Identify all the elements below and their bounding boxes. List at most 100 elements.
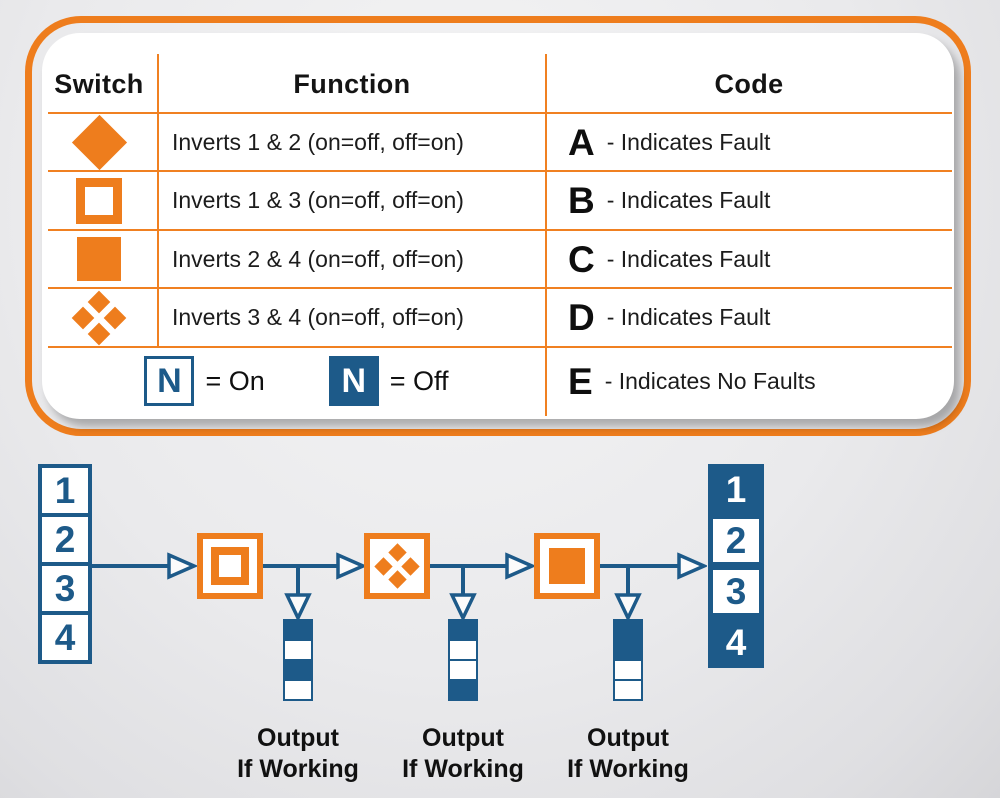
output-label: Output If Working bbox=[528, 723, 728, 784]
quad-diamond-part bbox=[87, 322, 111, 345]
input-cell-4: 4 bbox=[38, 611, 92, 664]
output-label-line2: If Working bbox=[567, 754, 689, 783]
flow-switch-filled-square bbox=[534, 533, 600, 599]
flow-line bbox=[261, 564, 341, 568]
branch-line bbox=[296, 566, 300, 596]
code-description: - Indicates No Faults bbox=[604, 367, 816, 394]
quad-diamond-icon bbox=[71, 290, 127, 345]
strip-cell bbox=[283, 679, 313, 701]
strip-cell bbox=[448, 659, 478, 681]
table-row-code: D - Indicates Fault bbox=[568, 289, 960, 346]
output-label: Output If Working bbox=[363, 723, 563, 784]
output-cell-1: 1 bbox=[708, 464, 764, 515]
column-header-switch: Switch bbox=[54, 68, 144, 99]
code-letter: D bbox=[568, 297, 595, 338]
strip-cell bbox=[613, 639, 643, 661]
table-grid-line bbox=[48, 112, 952, 114]
diamond-icon bbox=[71, 114, 127, 170]
flow-switch-hollow-square bbox=[197, 533, 263, 599]
off-state-box-icon: N bbox=[328, 356, 379, 406]
state-legend: N = On N = Off bbox=[48, 348, 545, 414]
strip-cell bbox=[613, 619, 643, 641]
quad-diamond-part bbox=[401, 556, 420, 576]
strip-cell bbox=[283, 639, 313, 661]
off-state-label: = Off bbox=[389, 365, 449, 396]
table-row-code: B - Indicates Fault bbox=[568, 172, 960, 229]
flow-switch-quad-diamond bbox=[364, 533, 430, 599]
strip-cell bbox=[448, 619, 478, 641]
output-strip-1 bbox=[283, 619, 313, 701]
input-column: 1 2 3 4 bbox=[38, 464, 92, 664]
on-state-box-icon: N bbox=[144, 356, 195, 406]
branch-line bbox=[461, 566, 465, 596]
state-off-item: N = Off bbox=[328, 356, 449, 406]
output-cell-digit: 4 bbox=[725, 621, 747, 663]
output-cell-digit: 1 bbox=[725, 468, 747, 510]
code-letter: C bbox=[568, 238, 595, 280]
table-grid-line bbox=[48, 229, 952, 231]
table-row-code: A - Indicates Fault bbox=[568, 114, 960, 170]
column-header-code: Code bbox=[714, 68, 784, 99]
quad-diamond-part bbox=[71, 306, 95, 329]
flow-line bbox=[598, 564, 682, 568]
output-label-line1: Output bbox=[587, 724, 669, 752]
column-header-function: Function bbox=[293, 68, 411, 99]
arrow-down-icon bbox=[614, 593, 642, 626]
code-letter: E bbox=[568, 360, 593, 402]
table-grid-line bbox=[545, 54, 547, 416]
on-state-label: = On bbox=[205, 365, 265, 396]
hollow-square-icon bbox=[76, 177, 122, 224]
legend-card bbox=[42, 33, 954, 419]
table-row-code: C - Indicates Fault bbox=[568, 231, 960, 287]
table-grid-line bbox=[48, 287, 952, 289]
output-cell-4: 4 bbox=[708, 617, 764, 668]
output-column: 1 2 3 4 bbox=[708, 464, 764, 668]
quad-diamond-part bbox=[374, 556, 393, 576]
output-label: Output If Working bbox=[198, 723, 398, 784]
table-row-switch-cell bbox=[40, 172, 158, 229]
code-description: - Indicates Fault bbox=[606, 304, 771, 330]
output-cell-digit: 3 bbox=[725, 570, 747, 612]
code-description: - Indicates Fault bbox=[606, 245, 771, 272]
table-grid-line bbox=[157, 54, 159, 346]
arrow-right-icon bbox=[167, 552, 199, 585]
output-cell-3: 3 bbox=[708, 566, 764, 617]
table-row-function: Inverts 3 & 4 (on=off, off=on) bbox=[172, 304, 464, 330]
table-row-function: Inverts 2 & 4 (on=off, off=on) bbox=[172, 245, 464, 272]
arrow-down-icon bbox=[449, 593, 477, 626]
table-row-switch-cell bbox=[40, 114, 158, 170]
table-grid-line bbox=[48, 170, 952, 172]
arrow-right-icon bbox=[336, 552, 368, 585]
input-cell-2: 2 bbox=[38, 513, 92, 566]
hollow-square-icon bbox=[211, 547, 249, 585]
flow-line bbox=[428, 564, 509, 568]
strip-cell bbox=[448, 639, 478, 661]
quad-diamond-part bbox=[387, 570, 407, 589]
legend-panel-border bbox=[25, 16, 971, 436]
table-grid-line bbox=[48, 346, 952, 348]
code-letter: A bbox=[568, 121, 595, 163]
table-row-switch-cell bbox=[40, 231, 158, 287]
state-on-item: N = On bbox=[144, 356, 265, 406]
code-description: - Indicates Fault bbox=[606, 128, 771, 155]
quad-diamond-part bbox=[387, 543, 407, 562]
quad-diamond-icon bbox=[374, 543, 420, 589]
table-row-code-no-faults: E - Indicates No Faults bbox=[568, 348, 960, 414]
code-description: - Indicates Fault bbox=[606, 187, 771, 213]
output-label-line2: If Working bbox=[237, 754, 359, 783]
output-strip-2 bbox=[448, 619, 478, 701]
arrow-right-icon bbox=[505, 552, 537, 585]
table-row-function: Inverts 1 & 3 (on=off, off=on) bbox=[172, 187, 464, 213]
output-label-line1: Output bbox=[257, 724, 339, 752]
input-cell-3: 3 bbox=[38, 562, 92, 615]
strip-cell bbox=[283, 619, 313, 641]
arrow-right-icon bbox=[677, 552, 709, 585]
strip-cell bbox=[613, 679, 643, 701]
strip-cell bbox=[283, 659, 313, 681]
table-row-switch-cell bbox=[40, 289, 158, 346]
branch-line bbox=[626, 566, 630, 596]
quad-diamond-part bbox=[87, 290, 111, 313]
code-letter: B bbox=[568, 180, 595, 221]
flow-line bbox=[92, 564, 170, 568]
